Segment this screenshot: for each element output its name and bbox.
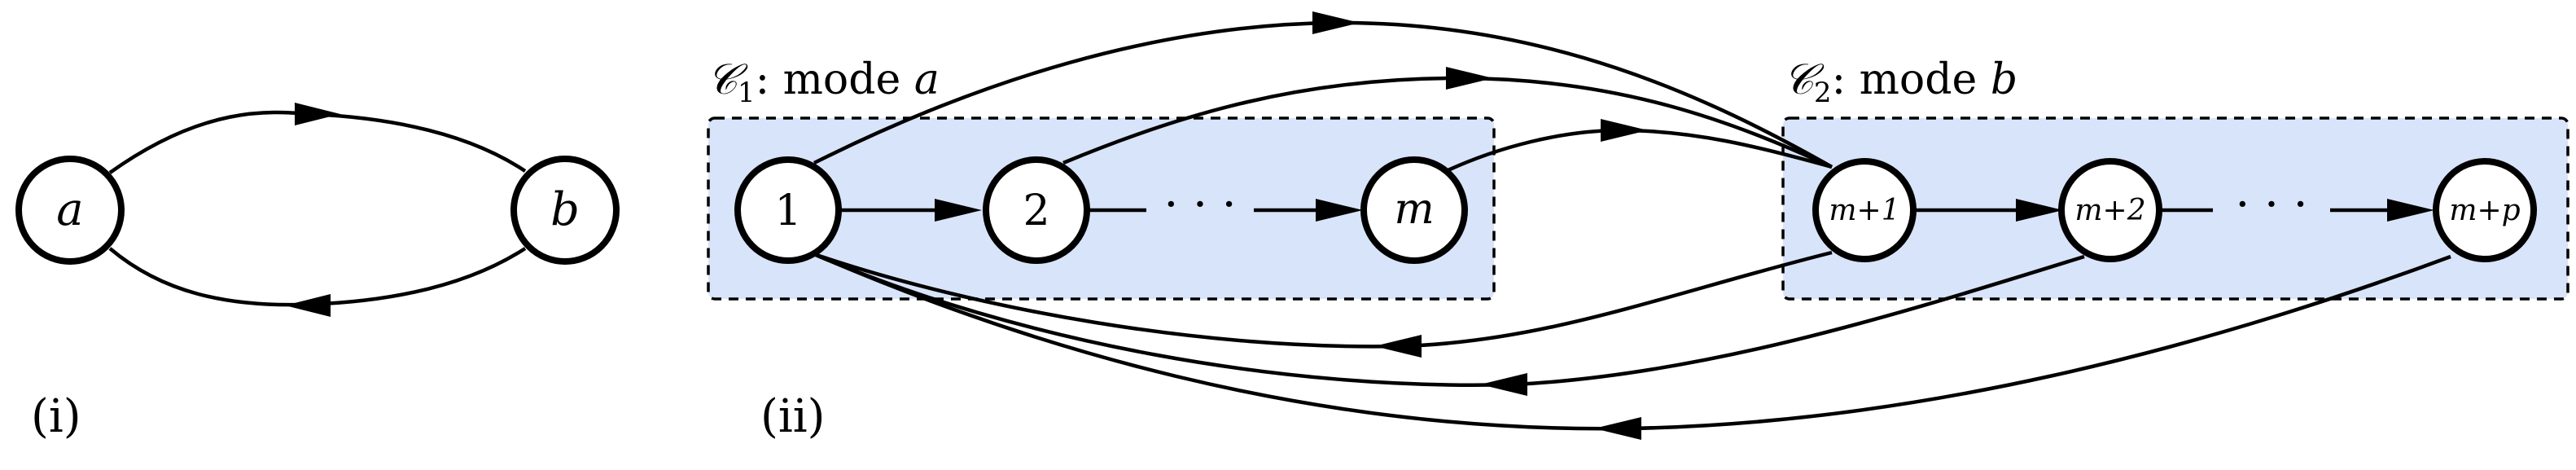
panel-label-i: (i): [31, 390, 81, 443]
cluster-c2-label: 𝒞2: mode b: [1783, 55, 2017, 109]
edge-a-to-b: [108, 110, 310, 174]
node-m-plus-1-label: m+1: [1829, 194, 1899, 227]
edge-b-to-a: [300, 247, 527, 307]
arrowhead-m-to-m1: [1601, 119, 1648, 142]
panel-label-ii: (ii): [760, 390, 826, 443]
node-2-label: 2: [1023, 187, 1049, 235]
node-m-plus-2: m+2: [2058, 158, 2162, 262]
cluster-c1-label: 𝒞1: mode a: [707, 55, 940, 109]
arrowhead-dots-to-mp: [2387, 199, 2434, 222]
arrowhead-b-to-a: [285, 294, 331, 317]
node-m-plus-2-label: m+2: [2074, 194, 2145, 227]
arrowhead-a-to-b: [295, 103, 340, 125]
arrowhead-mp-to-1: [1594, 417, 1641, 440]
ellipsis-c2: · · ·: [2235, 178, 2307, 231]
arrowhead-dots-to-m: [1316, 199, 1363, 222]
node-b-label: b: [550, 183, 580, 236]
node-m-plus-p: m+p: [2433, 158, 2537, 262]
edge-a-to-b-tail: [309, 112, 527, 173]
ellipsis-c1: · · ·: [1163, 178, 1236, 231]
node-1: 1: [734, 156, 842, 264]
node-m-plus-1: m+1: [1812, 158, 1917, 262]
node-a-label: a: [56, 183, 83, 236]
node-m-plus-p-label: m+p: [2449, 194, 2520, 227]
node-2: 2: [983, 156, 1090, 264]
node-m: m: [1360, 156, 1468, 264]
arrowhead-1-to-m1: [1312, 11, 1360, 34]
node-b: b: [510, 156, 620, 265]
node-a: a: [15, 156, 125, 265]
arrowhead-m1-to-m2: [2016, 199, 2063, 222]
arrowhead-m1-to-1: [1374, 335, 1422, 358]
node-1-label: 1: [774, 187, 801, 235]
arrowhead-1-to-2: [935, 199, 982, 222]
arrowhead-m2-to-1: [1480, 373, 1527, 396]
edge-b-to-a-tail: [108, 247, 302, 307]
arrowhead-2-to-m1: [1446, 67, 1493, 90]
node-m-label: m: [1394, 185, 1434, 234]
